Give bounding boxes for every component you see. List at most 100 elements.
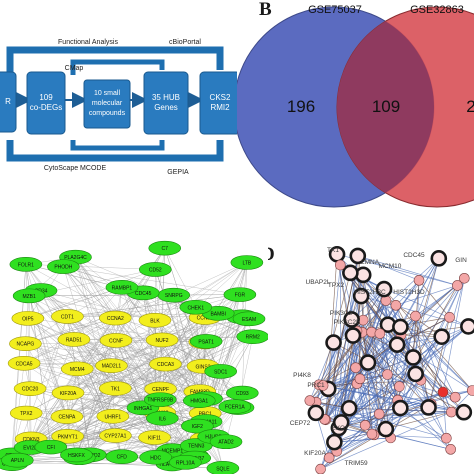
network-c-node: RRM2 — [236, 329, 268, 344]
network-c-node-label: LTB — [242, 260, 251, 266]
network-c-node: SDC1 — [204, 364, 237, 379]
network-c-node-label: MZB1 — [22, 294, 36, 300]
network-c-node-label: INHGA1 — [134, 406, 153, 412]
network-d-node-label: LMNA — [361, 259, 380, 266]
network-c-node-label: CCNB2 — [197, 315, 214, 321]
network-c-node-label: CFD — [117, 455, 128, 461]
network-d-node — [449, 391, 461, 403]
network-c-node: IL6 — [146, 410, 179, 426]
network-c-node: CHEK1 — [179, 299, 213, 315]
box-hub-line1: 35 HUB — [152, 93, 180, 102]
box-final-line1: CKS2 — [210, 93, 231, 102]
network-d-node — [343, 311, 360, 328]
network-c-node: TPX2 — [9, 405, 43, 421]
network-d-node — [466, 385, 474, 396]
network-d-node — [413, 275, 425, 286]
network-d-node — [444, 312, 455, 323]
network-c-node: CD93 — [226, 385, 259, 401]
network-c-node: CCNF — [99, 333, 133, 348]
network-c-node: UHRF1 — [96, 409, 130, 424]
network-d-node — [455, 403, 473, 421]
network-d-node-label: TRIM59 — [344, 460, 368, 467]
network-d-node — [460, 318, 474, 335]
network-d-node — [407, 365, 424, 383]
network-d-node-label: TPX2 — [328, 282, 345, 289]
network-c-node: CDT1 — [51, 309, 84, 324]
network-d-node — [366, 428, 378, 440]
cbioportal-label: cBioPortal — [169, 39, 201, 46]
network-c-node: BLK — [138, 312, 172, 328]
network-c-node-label: KIF20A — [60, 391, 77, 397]
network-c-node-label: KIF11 — [148, 435, 161, 441]
top-loop-line — [6, 46, 224, 75]
network-d-node — [392, 399, 409, 417]
box-degs-line2: co-DEGs — [30, 103, 62, 112]
network-d-node — [420, 399, 437, 416]
network-c-node-label: NUF2 — [156, 338, 169, 344]
network-c-node: IGF2 — [181, 418, 214, 434]
network-d-node — [390, 300, 402, 311]
network-d-node-label: MCM10 — [379, 263, 402, 270]
box-hub — [143, 71, 189, 135]
network-d-node-label: KIF20A — [304, 450, 326, 457]
network-d-node — [354, 373, 366, 385]
network-c-node-label: CD93 — [236, 391, 249, 397]
network-c-node-label: HMGA1 — [190, 399, 208, 405]
network-c-node-label: CCNF — [109, 338, 123, 344]
network-d-node — [382, 369, 393, 380]
box-left-partial — [0, 71, 17, 133]
bottom-loop-line — [6, 140, 224, 162]
network-c-node: LTB — [230, 255, 264, 270]
network-d-node — [446, 406, 457, 418]
network-c-node: MAD2L1 — [95, 358, 128, 373]
network-c-node: PHODH — [47, 259, 80, 274]
network-c-node: FOLR1 — [9, 257, 43, 272]
inner-bottom-line — [70, 140, 165, 151]
network-c-node-label: CDKN3 — [23, 437, 40, 443]
inner-top-line — [70, 59, 165, 75]
gepia-label: GEPIA — [167, 169, 189, 176]
flowchart-svg: R 109 co-DEGs 10 small molecular compoun… — [0, 39, 237, 176]
network-c-node: SQLE — [206, 461, 240, 474]
box-compounds-line3: compounds — [89, 110, 126, 117]
network-c-node-label: CDC45 — [135, 291, 152, 297]
network-c-node-label: CDCA5 — [16, 361, 33, 367]
network-c-node-label: ATAD2 — [218, 440, 234, 446]
network-c-node-label: CYP27A1 — [104, 434, 126, 440]
network-c-node-label: BAMBI — [210, 311, 226, 317]
network-d-node — [307, 404, 325, 422]
network-d-node — [359, 354, 377, 371]
network-c-node: MCM4 — [60, 361, 94, 377]
network-c-node: RAMBP1 — [105, 280, 139, 295]
network-d-node — [350, 362, 361, 373]
network-c-node: CD52 — [138, 262, 172, 277]
network-c-node-label: IGF2 — [192, 424, 203, 430]
network-c-node-label: RAMBP1 — [112, 285, 133, 291]
network-c-svg: OIP5CDT1CCNA2BLKCCNB2NCAPGRAD51CCNFNUF2B… — [0, 240, 268, 474]
network-c-node-label: PHODH — [54, 265, 72, 271]
network-d-node-label: HIST2H3C — [354, 289, 386, 296]
venn-overlap — [337, 7, 434, 207]
network-d-node — [325, 334, 342, 351]
network-d-node — [433, 328, 450, 345]
network-c-node: NCAPG — [9, 336, 42, 351]
network-c-node-label: HSKFX — [68, 453, 85, 459]
network-c-node-label: CDT1 — [61, 314, 74, 320]
network-c-node: MZB1 — [12, 288, 46, 304]
network-c-node-label: PLA2G4C — [64, 255, 87, 261]
network-c-node-label: FGR — [235, 293, 246, 299]
network-c-node-label: RRM2 — [246, 335, 260, 341]
panel-a-flowchart: R 109 co-DEGs 10 small molecular compoun… — [0, 0, 237, 230]
network-c-node-label: NCAPG — [17, 342, 35, 348]
venn-set-b-name: GSE32863 — [410, 4, 464, 16]
network-c-node: NUF2 — [145, 332, 179, 348]
network-c-node-label: UHRF1 — [105, 414, 122, 420]
network-c-node: CFI — [34, 439, 68, 455]
network-c-node: CDCA5 — [7, 356, 41, 371]
network-c-node: RPL10A — [169, 455, 202, 470]
network-d-node — [359, 420, 371, 431]
network-d-node — [452, 280, 463, 291]
venn-only-a-value: 196 — [287, 97, 315, 116]
network-c-node-label: HDC — [150, 455, 161, 461]
network-c-node: CENPA — [50, 409, 84, 424]
